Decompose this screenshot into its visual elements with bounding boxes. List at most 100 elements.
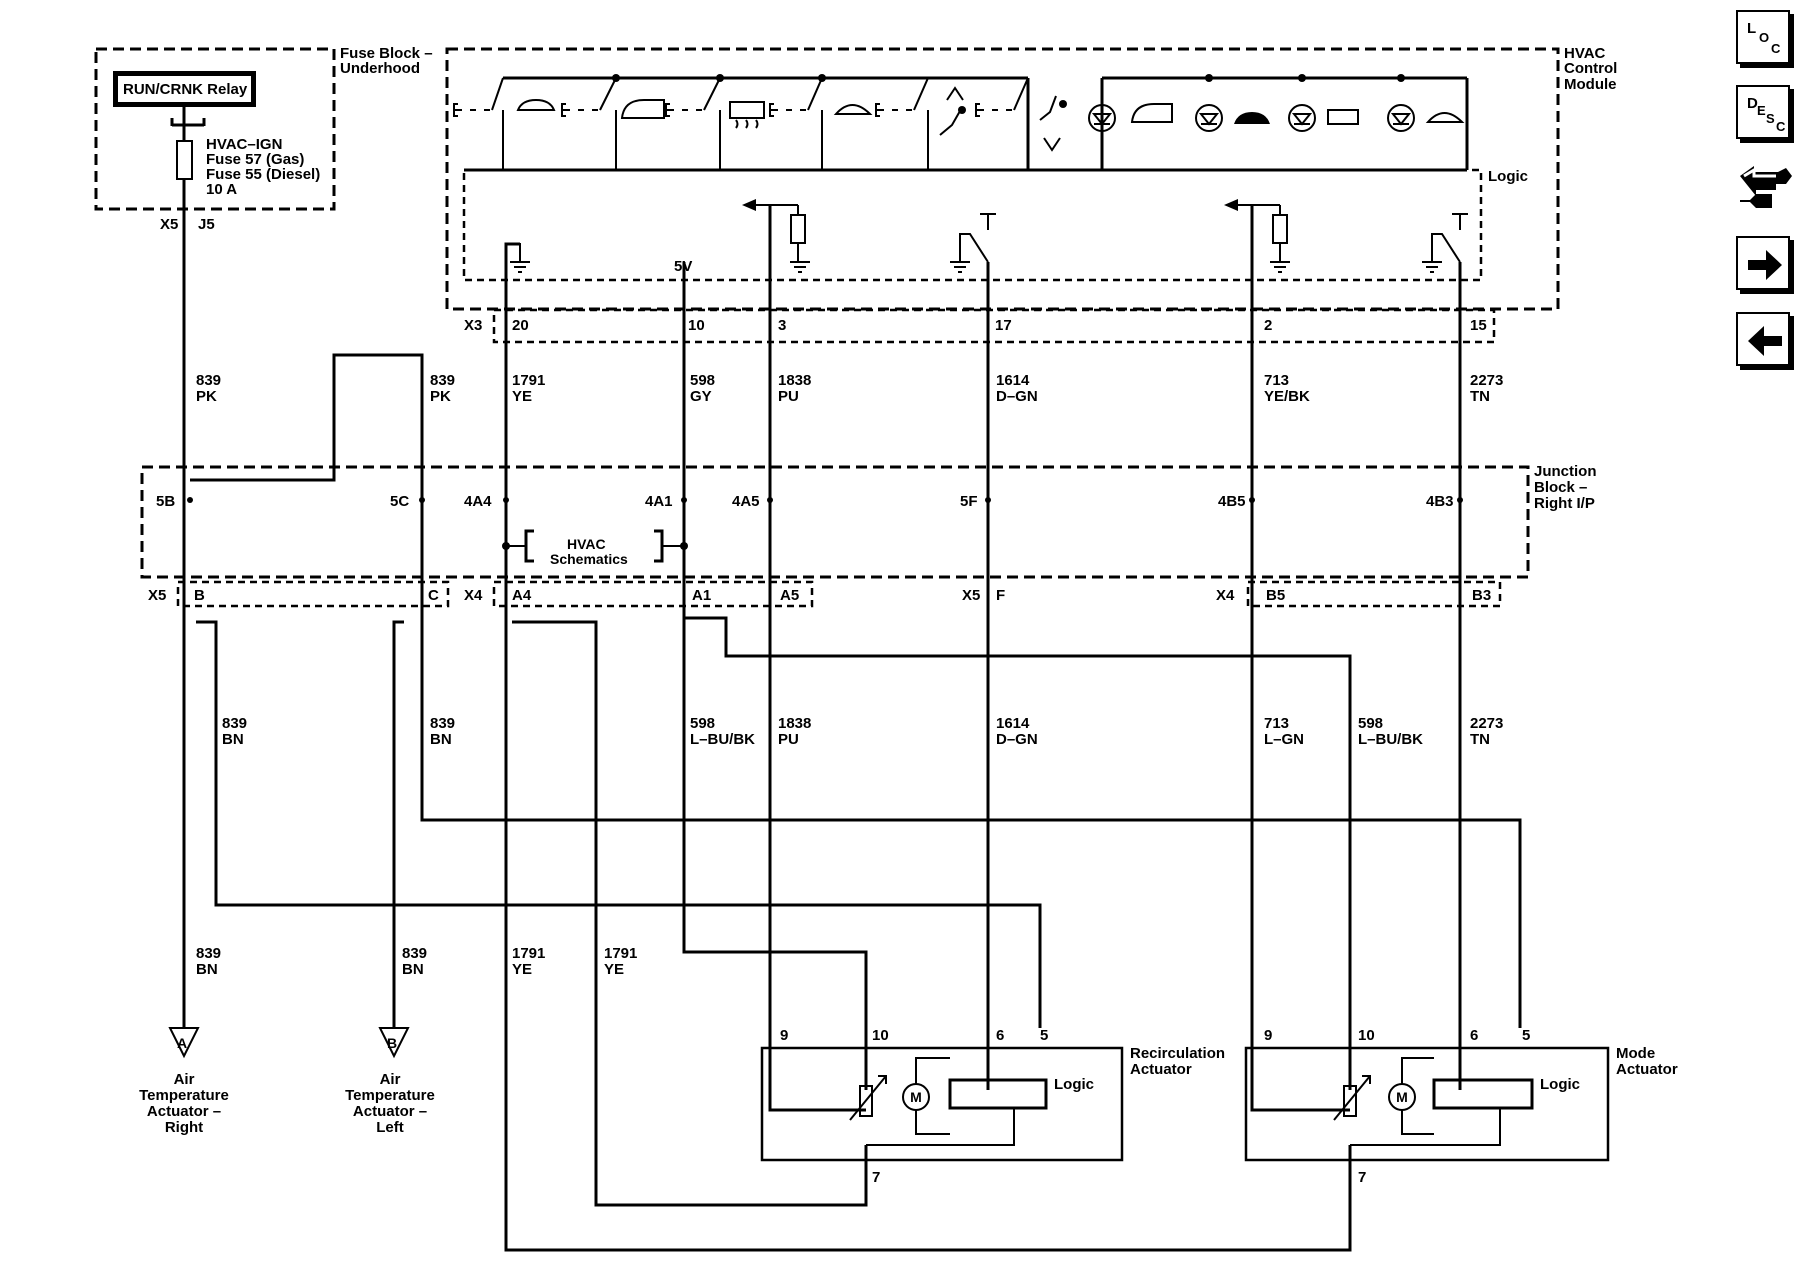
internal-switch: [1431, 233, 1461, 263]
wire-label-color: PK: [430, 388, 451, 405]
schematics-ref-1[interactable]: HVAC: [567, 536, 606, 552]
recirc-logic-box: [948, 1078, 1048, 1110]
fuse-block-title-1: Fuse Block –: [340, 45, 433, 62]
connector-a: A Air Temperature Actuator – Right: [139, 1027, 229, 1136]
desc-letter-1: D: [1747, 95, 1758, 112]
x3-connector: [492, 308, 1496, 344]
recirc-pin-6: 6: [996, 1027, 1004, 1044]
wire-label-circuit: 839: [402, 945, 427, 962]
connector-view-button[interactable]: [1736, 162, 1792, 216]
connector-b: B Air Temperature Actuator – Left: [345, 1027, 435, 1136]
connector-a-label-3: Actuator –: [147, 1103, 221, 1120]
mode-pin-6: 6: [1470, 1027, 1478, 1044]
connector-a-label-4: Right: [165, 1119, 203, 1136]
mode-pin-9: 9: [1264, 1027, 1272, 1044]
mode-pin-7: 7: [1358, 1169, 1366, 1186]
wire-label-circuit: 598: [1358, 715, 1383, 732]
wire-label-circuit: 2273: [1470, 715, 1503, 732]
next-button[interactable]: [1736, 236, 1790, 290]
x5-label-right: X5: [962, 587, 980, 604]
mode-actuator-title-1: Mode: [1616, 1045, 1655, 1062]
wire-label-circuit: 713: [1264, 372, 1289, 389]
recirc-pin-10: 10: [872, 1027, 889, 1044]
hvac-schematics-link[interactable]: HVAC Schematics: [502, 529, 688, 567]
wire-label-circuit: 2273: [1470, 372, 1503, 389]
seat-icon: [939, 110, 961, 136]
hvac-module-title-1: HVAC: [1564, 45, 1606, 62]
x3-pin-15: 15: [1470, 317, 1487, 334]
connector-a-label-2: Temperature: [139, 1087, 229, 1104]
loc-letter-3: C: [1771, 41, 1781, 56]
x4-label-left: X4: [464, 587, 483, 604]
lower-wire-labels: 839 BN 839 BN 1791 YE 1791 YE: [196, 945, 637, 978]
x3-pin-17: 17: [995, 317, 1012, 334]
fuse-label-1: HVAC–IGN: [206, 136, 282, 153]
jb-lower-pin-b3: B3: [1472, 587, 1491, 604]
back-button[interactable]: [1736, 312, 1790, 366]
recirc-pin-9: 9: [780, 1027, 788, 1044]
jb-lower-pin-a1: A1: [692, 587, 711, 604]
front-defrost-icon: [1425, 112, 1465, 123]
wire-label-color: YE: [512, 388, 532, 405]
wire-label-color: PK: [196, 388, 217, 405]
relay-label: RUN/CRNK Relay: [123, 81, 248, 98]
desc-letter-3: S: [1766, 111, 1775, 126]
switch-rear-defrost: [665, 77, 765, 170]
wire-label-color: L–BU/BK: [1358, 731, 1423, 748]
wire-label-color: TN: [1470, 388, 1490, 405]
switch-recirculation: [453, 77, 556, 170]
switch-outside-air: [561, 77, 665, 170]
desc-button[interactable]: D E S C: [1736, 85, 1790, 139]
recirc-pin-7: 7: [872, 1169, 880, 1186]
potentiometer-symbol: [859, 1085, 873, 1117]
connector-icon: [1740, 166, 1792, 208]
hvac-module-title-2: Control: [1564, 60, 1617, 77]
x4-label-right: X4: [1216, 587, 1235, 604]
mode-logic-box: [1432, 1078, 1534, 1110]
car-recirc-icon: [1234, 112, 1270, 124]
mode-pin-10: 10: [1358, 1027, 1375, 1044]
x3-pin-20: 20: [512, 317, 529, 334]
outside-air-icon: [620, 99, 665, 119]
schematics-ref-2[interactable]: Schematics: [550, 551, 628, 567]
mode-actuator-title-2: Actuator: [1616, 1061, 1678, 1078]
mode-up-icon: [946, 86, 964, 101]
wire-label-color: D–GN: [996, 731, 1038, 748]
wire-label-color: TN: [1470, 731, 1490, 748]
jb-pin-4a1: 4A1: [645, 493, 673, 510]
ground-symbols: [506, 243, 1442, 273]
wire-label-circuit: 713: [1264, 715, 1289, 732]
jb-lower-pin-a5: A5: [780, 587, 799, 604]
outside-air-icon: [1130, 103, 1173, 123]
loc-letter-1: L: [1747, 20, 1757, 37]
wire-label-circuit: 598: [690, 372, 715, 389]
wire-label-color: YE: [604, 961, 624, 978]
wire-label-circuit: 839: [222, 715, 247, 732]
arrow-left-icon: [1224, 199, 1238, 211]
wire-label-circuit: 598: [690, 715, 715, 732]
x3-pin-3: 3: [778, 317, 786, 334]
fuse-label-3: Fuse 55 (Diesel): [206, 166, 320, 183]
junction-block-right-ip: Junction Block – Right I/P 5B 5C 4A4 4A1…: [140, 463, 1597, 608]
connector-b-label-3: Actuator –: [353, 1103, 427, 1120]
wire-label-color: PU: [778, 731, 799, 748]
wire-label-circuit: 1791: [604, 945, 637, 962]
x3-pin-10: 10: [688, 317, 705, 334]
connector-a-letter: A: [177, 1035, 187, 1051]
jb-pin-5f: 5F: [960, 493, 978, 510]
seat-icon-2: [1039, 95, 1057, 121]
x3-pin-2: 2: [1264, 317, 1272, 334]
switch-front-defrost: [769, 77, 873, 170]
jb-pin-4a5: 4A5: [732, 493, 760, 510]
wire-label-circuit: 1838: [778, 372, 811, 389]
loc-button[interactable]: L O C: [1736, 10, 1790, 64]
fuse-symbol: [176, 140, 193, 180]
rear-defrost-icon: [729, 101, 765, 119]
jb-lower-pin-a4: A4: [512, 587, 532, 604]
mode-logic-label: Logic: [1540, 1076, 1580, 1093]
resistor-symbol: [1272, 214, 1288, 244]
loc-letter-2: O: [1759, 30, 1770, 45]
connector-a-label-1: Air: [174, 1071, 195, 1088]
wire-label-color: YE: [512, 961, 532, 978]
hvac-module-title-3: Module: [1564, 76, 1617, 93]
